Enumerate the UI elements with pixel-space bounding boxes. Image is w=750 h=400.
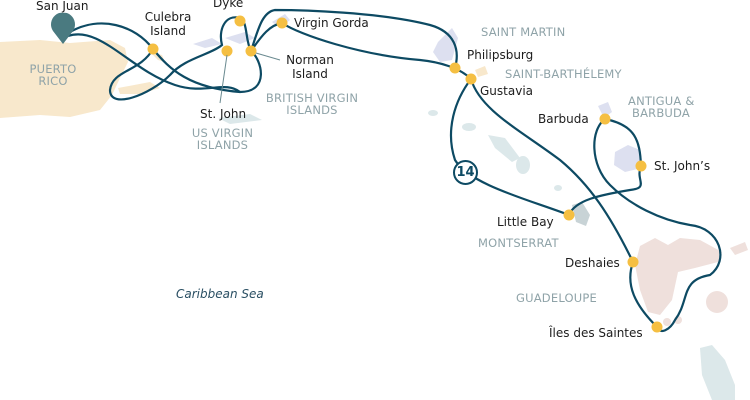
region-label-montserrat: MONTSERRAT bbox=[478, 236, 559, 250]
region-label-line: PUERTO bbox=[29, 62, 77, 76]
marie-galante-land bbox=[706, 291, 728, 313]
port-label: Virgin Gorda bbox=[294, 16, 369, 30]
port-dot-culebra[interactable] bbox=[147, 43, 159, 55]
route-lines bbox=[67, 8, 722, 333]
map-pin-icon[interactable] bbox=[51, 12, 76, 44]
st-croix-land bbox=[218, 114, 262, 124]
port-dot-iles-des-saintes[interactable] bbox=[651, 321, 663, 333]
leader-lines bbox=[219, 52, 281, 104]
port-dots bbox=[147, 15, 663, 333]
port-label: Dyke bbox=[213, 0, 244, 10]
port-dot-st-johns[interactable] bbox=[635, 160, 647, 172]
leader-line bbox=[219, 54, 228, 104]
saba-land bbox=[428, 110, 438, 116]
dominica-land bbox=[700, 345, 735, 400]
leader-line bbox=[255, 52, 281, 61]
guadeloupe-land bbox=[635, 238, 722, 315]
port-label: Culebra Island bbox=[144, 10, 192, 38]
port-label: Îles des Saintes bbox=[549, 326, 643, 340]
desirade-land bbox=[730, 242, 748, 255]
port-dot-st-john[interactable] bbox=[221, 45, 233, 57]
port-dot-virgin-gorda[interactable] bbox=[276, 17, 288, 29]
route-line bbox=[469, 78, 658, 328]
montserrat-land bbox=[572, 202, 590, 226]
barbuda-land bbox=[598, 102, 612, 118]
region-label-line: US VIRGIN bbox=[191, 126, 254, 140]
statia-land bbox=[462, 123, 476, 131]
tortola-land bbox=[225, 32, 255, 44]
port-label: Norman Island bbox=[286, 53, 334, 81]
region-label-antigua: ANTIGUA &BARBUDA bbox=[628, 95, 694, 119]
port-dot-barbuda[interactable] bbox=[599, 113, 611, 125]
region-label-line: BARBUDA bbox=[632, 106, 690, 120]
saintes-land-1 bbox=[663, 318, 671, 326]
region-label-st-barth: SAINT-BARTHÉLEMY bbox=[505, 67, 622, 81]
region-label-line: BRITISH VIRGIN bbox=[265, 91, 359, 105]
port-dot-philipsburg[interactable] bbox=[449, 62, 461, 74]
port-label: Deshaies bbox=[565, 256, 620, 270]
redonda-land bbox=[554, 185, 562, 191]
port-dot-norman[interactable] bbox=[245, 45, 257, 57]
antigua-land bbox=[614, 145, 642, 172]
port-dot-little-bay[interactable] bbox=[563, 209, 575, 221]
port-dot-dyke[interactable] bbox=[234, 15, 246, 27]
land bbox=[0, 14, 748, 400]
puerto-rico-land bbox=[0, 40, 128, 118]
region-label-saint-martin: SAINT MARTIN bbox=[481, 25, 566, 39]
port-label: Gustavia bbox=[480, 84, 534, 98]
region-label-guadeloupe: GUADELOUPE bbox=[516, 291, 597, 305]
st-thomas-land bbox=[193, 38, 222, 48]
region-label-line: ISLANDS bbox=[196, 138, 249, 152]
port-dot-deshaies[interactable] bbox=[627, 256, 639, 268]
route-line bbox=[249, 8, 472, 80]
port-label: Philipsburg bbox=[467, 48, 534, 62]
region-label-line: ANTIGUA & bbox=[628, 94, 695, 108]
port-label: San Juan bbox=[36, 0, 89, 13]
port-label: St. John bbox=[200, 107, 247, 121]
port-label: Barbuda bbox=[538, 112, 589, 126]
region-label-line: RICO bbox=[38, 74, 68, 88]
st-kitts-land bbox=[488, 135, 520, 162]
region-label-line: ISLANDS bbox=[286, 103, 338, 117]
saint-martin-land bbox=[433, 28, 458, 62]
port-label: St. John’s bbox=[654, 159, 711, 173]
day-marker: 14 bbox=[453, 160, 478, 185]
st-barth-land bbox=[475, 66, 488, 77]
port-dot-gustavia[interactable] bbox=[465, 73, 477, 85]
port-label: Little Bay bbox=[497, 215, 554, 229]
sea-label: Caribbean Sea bbox=[176, 287, 264, 301]
nevis-land bbox=[516, 156, 530, 174]
